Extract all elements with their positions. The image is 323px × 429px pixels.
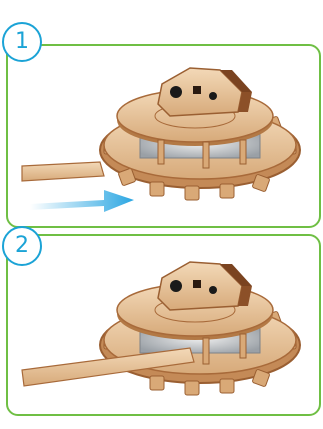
mechanism-step-2 <box>100 262 300 395</box>
push-arrow-icon <box>30 190 134 212</box>
lever-step-1 <box>22 162 104 181</box>
mechanism-step-1 <box>100 68 300 200</box>
